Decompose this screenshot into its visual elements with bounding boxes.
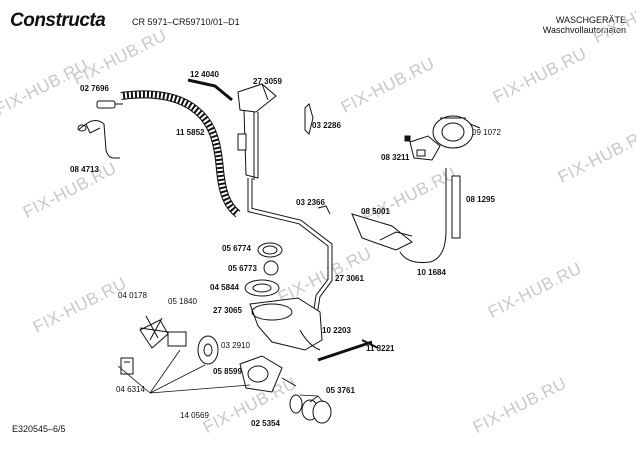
pin-part <box>361 339 379 349</box>
part-number: 08 5001 <box>361 207 390 216</box>
holder-part <box>120 357 134 375</box>
category-title: WASCHGERÄTE <box>555 15 626 25</box>
part-number: 04 6314 <box>116 385 145 394</box>
part-number: 12 4040 <box>190 70 219 79</box>
fan-impeller <box>139 315 187 349</box>
part-number: 11 5852 <box>176 128 205 137</box>
part-number: 03 2366 <box>296 198 325 207</box>
cable-part <box>399 168 447 263</box>
part-number: 08 4713 <box>70 165 99 174</box>
part-number: 10 2203 <box>322 326 351 335</box>
leader-lines <box>117 349 324 403</box>
clip-part <box>304 103 314 135</box>
pump-motor <box>432 115 481 149</box>
filter-cap <box>289 394 332 424</box>
part-number: 08 1295 <box>466 195 495 204</box>
drain-pipe <box>247 178 333 317</box>
tube-part <box>451 175 461 239</box>
small-clip-part <box>317 205 331 215</box>
category-subtitle: Waschvollautomaten <box>542 25 626 35</box>
part-number: 10 1684 <box>417 268 446 277</box>
part-number: 02 5354 <box>251 419 280 428</box>
part-number: 27 3065 <box>213 306 242 315</box>
part-number: 05 3761 <box>326 386 355 395</box>
plug-part <box>96 100 123 109</box>
model-number: CR 5971–CR59710/01–D1 <box>132 17 240 27</box>
brand-logo: Constructa <box>10 10 106 31</box>
part-number: 05 1840 <box>168 297 197 306</box>
relay-part <box>404 135 441 161</box>
seal-rings <box>244 242 283 297</box>
part-number: 03 2286 <box>312 121 341 130</box>
clamp-part <box>77 120 120 159</box>
part-number: 08 3211 <box>381 153 410 162</box>
impeller-wheel <box>197 335 219 365</box>
part-number: 11 3221 <box>366 344 395 353</box>
part-number: 04 5844 <box>210 283 239 292</box>
mount-plate <box>351 213 413 251</box>
part-number: 02 7696 <box>80 84 109 93</box>
rod-long <box>317 340 373 362</box>
rod-part <box>187 78 233 102</box>
part-number: 04 0178 <box>118 291 147 300</box>
pump-housing <box>249 297 323 351</box>
drain-pump <box>239 355 297 393</box>
document-code: E320545–6/5 <box>12 424 66 434</box>
part-number: 27 3061 <box>335 274 364 283</box>
dispenser-bracket <box>237 83 277 180</box>
part-number: 05 8599 <box>213 367 242 376</box>
part-number: 03 2910 <box>221 341 250 350</box>
part-number: 05 6773 <box>228 264 257 273</box>
part-number: 14 0569 <box>180 411 209 420</box>
corrugated-hose <box>120 90 241 218</box>
part-number: 09 1072 <box>472 128 501 137</box>
part-number: 05 6774 <box>222 244 251 253</box>
part-number: 27 3059 <box>253 77 282 86</box>
